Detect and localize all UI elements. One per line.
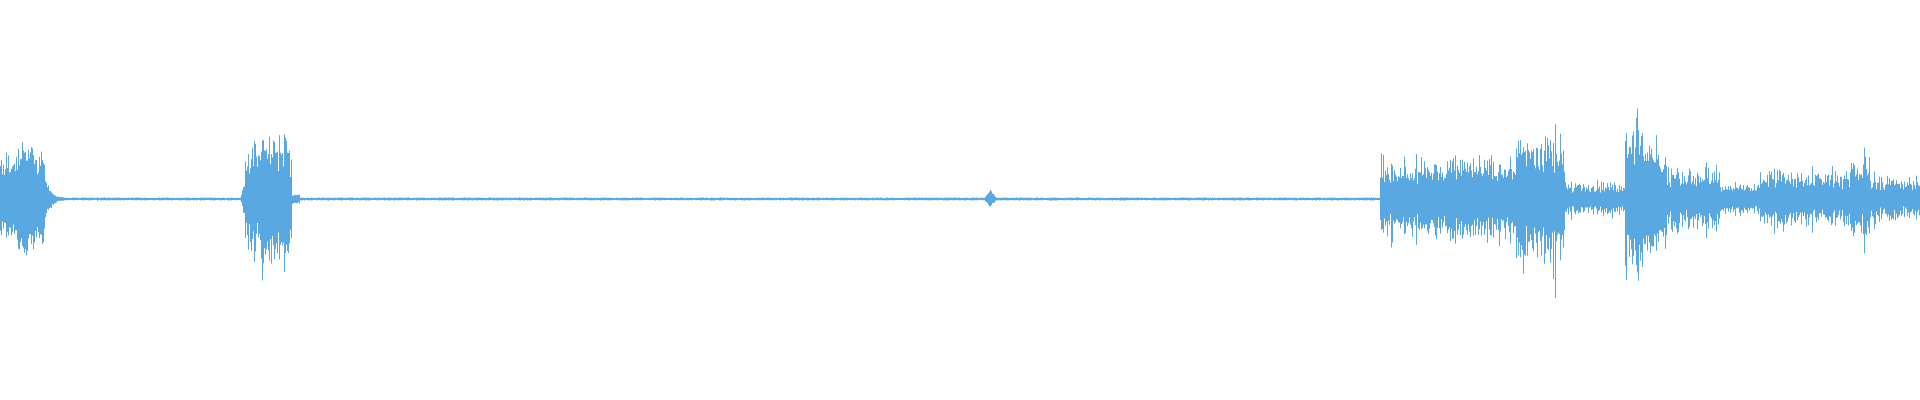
waveform-columns	[0, 108, 1920, 298]
